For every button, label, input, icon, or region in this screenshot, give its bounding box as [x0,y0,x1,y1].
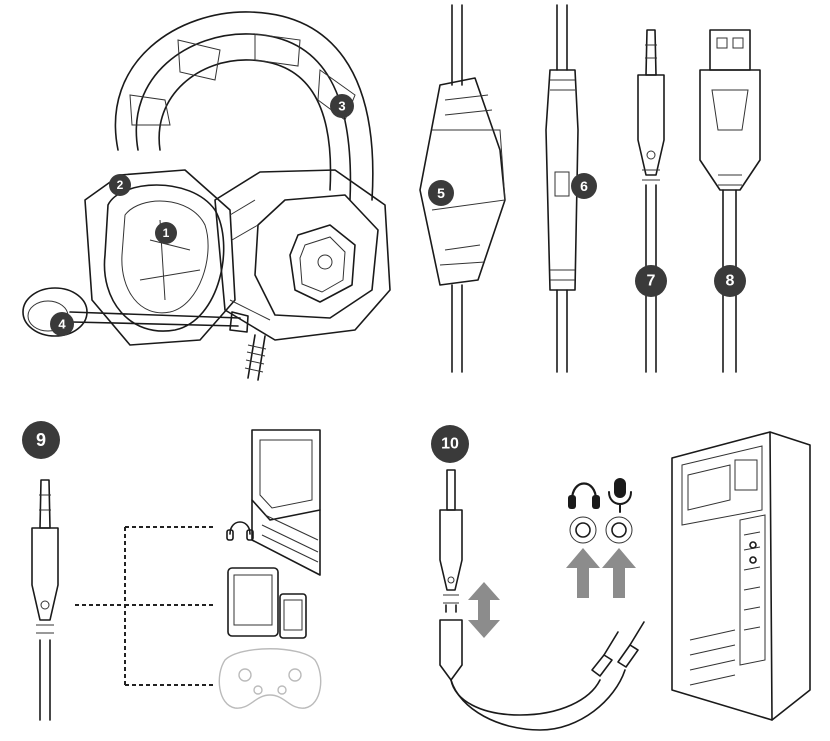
callout-badge-7: 7 [635,265,667,297]
headset-illustration [22,11,391,381]
inline-switch-control [545,4,579,373]
headphone-jack [569,516,597,544]
svg-text:8: 8 [726,273,735,290]
callout-badge-1: 1 [155,222,177,244]
pc-tower-rear [671,431,811,721]
svg-text:5: 5 [437,185,445,201]
callout-badge-5: 5 [428,180,454,206]
svg-text:9: 9 [36,430,46,450]
svg-text:4: 4 [58,317,66,332]
up-down-arrow-icon [468,582,500,638]
callout-badge-10: 10 [431,425,469,463]
svg-text:2: 2 [117,178,124,192]
callout-badge-6: 6 [571,173,597,199]
svg-text:6: 6 [580,178,588,194]
audio-jack-plug [637,29,665,373]
callout-badge-9: 9 [22,421,60,459]
svg-text:10: 10 [441,436,459,453]
headphone-icon [568,482,600,509]
section-10-pc-connection [439,431,811,731]
usb-plug [699,29,761,373]
svg-text:3: 3 [338,99,345,114]
callout-badge-3: 3 [330,94,354,118]
section-9-device-connection [31,429,322,721]
inline-volume-control [419,4,506,373]
callout-badge-4: 4 [50,312,74,336]
svg-text:7: 7 [647,273,656,290]
svg-text:1: 1 [163,226,170,240]
callout-badge-2: 2 [109,174,131,196]
microphone-jack [605,516,633,544]
callout-badge-8: 8 [714,265,746,297]
up-arrow-icon [566,548,636,598]
microphone-icon [608,478,632,513]
